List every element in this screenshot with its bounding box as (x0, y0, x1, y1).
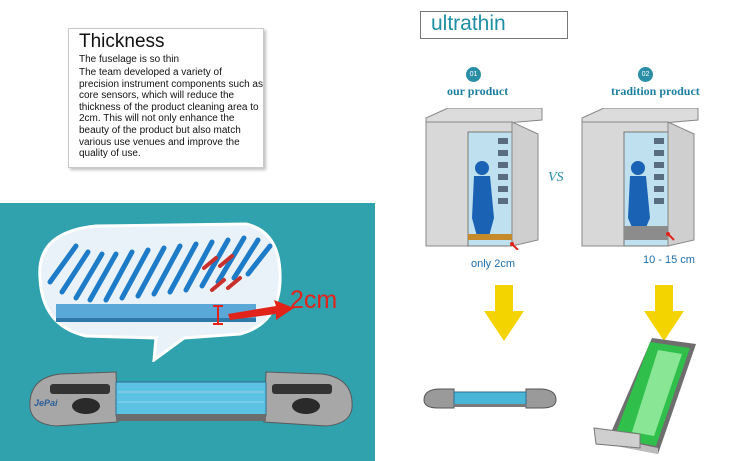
thickness-info-box: Thickness The fuselage is so thin The te… (68, 28, 264, 168)
down-arrow-icon (484, 285, 524, 341)
tradition-product-caption: 10 - 15 cm (643, 254, 695, 266)
our-product-air-shower-illustration (425, 108, 543, 250)
thickness-title: Thickness (79, 31, 165, 52)
step-badge-01: 01 (466, 67, 481, 82)
step-badge-02: 02 (638, 67, 653, 82)
shoe-cleaning-mat-device-image (29, 371, 353, 427)
measurement-label: 2cm (290, 286, 338, 314)
zoom-detail-bubble (38, 222, 282, 362)
thick-mat-product-image (593, 338, 696, 454)
tradition-product-air-shower-illustration (581, 108, 699, 247)
thickness-description: The team developed a variety of precisio… (79, 67, 263, 160)
tradition-product-title: tradition product (611, 84, 700, 98)
thickness-subtitle: The fuselage is so thin (79, 54, 180, 65)
brand-logo-text: JePai (34, 398, 58, 408)
ultrathin-heading-box: ultrathin (420, 11, 568, 39)
vs-label: VS (548, 170, 564, 185)
down-arrow-icon (644, 285, 684, 341)
our-product-title: our product (447, 84, 509, 98)
thin-mat-product-image (423, 388, 557, 409)
our-product-caption: only 2cm (471, 258, 516, 270)
ultrathin-heading: ultrathin (431, 12, 506, 35)
measurement-arrow-icon (213, 300, 294, 325)
